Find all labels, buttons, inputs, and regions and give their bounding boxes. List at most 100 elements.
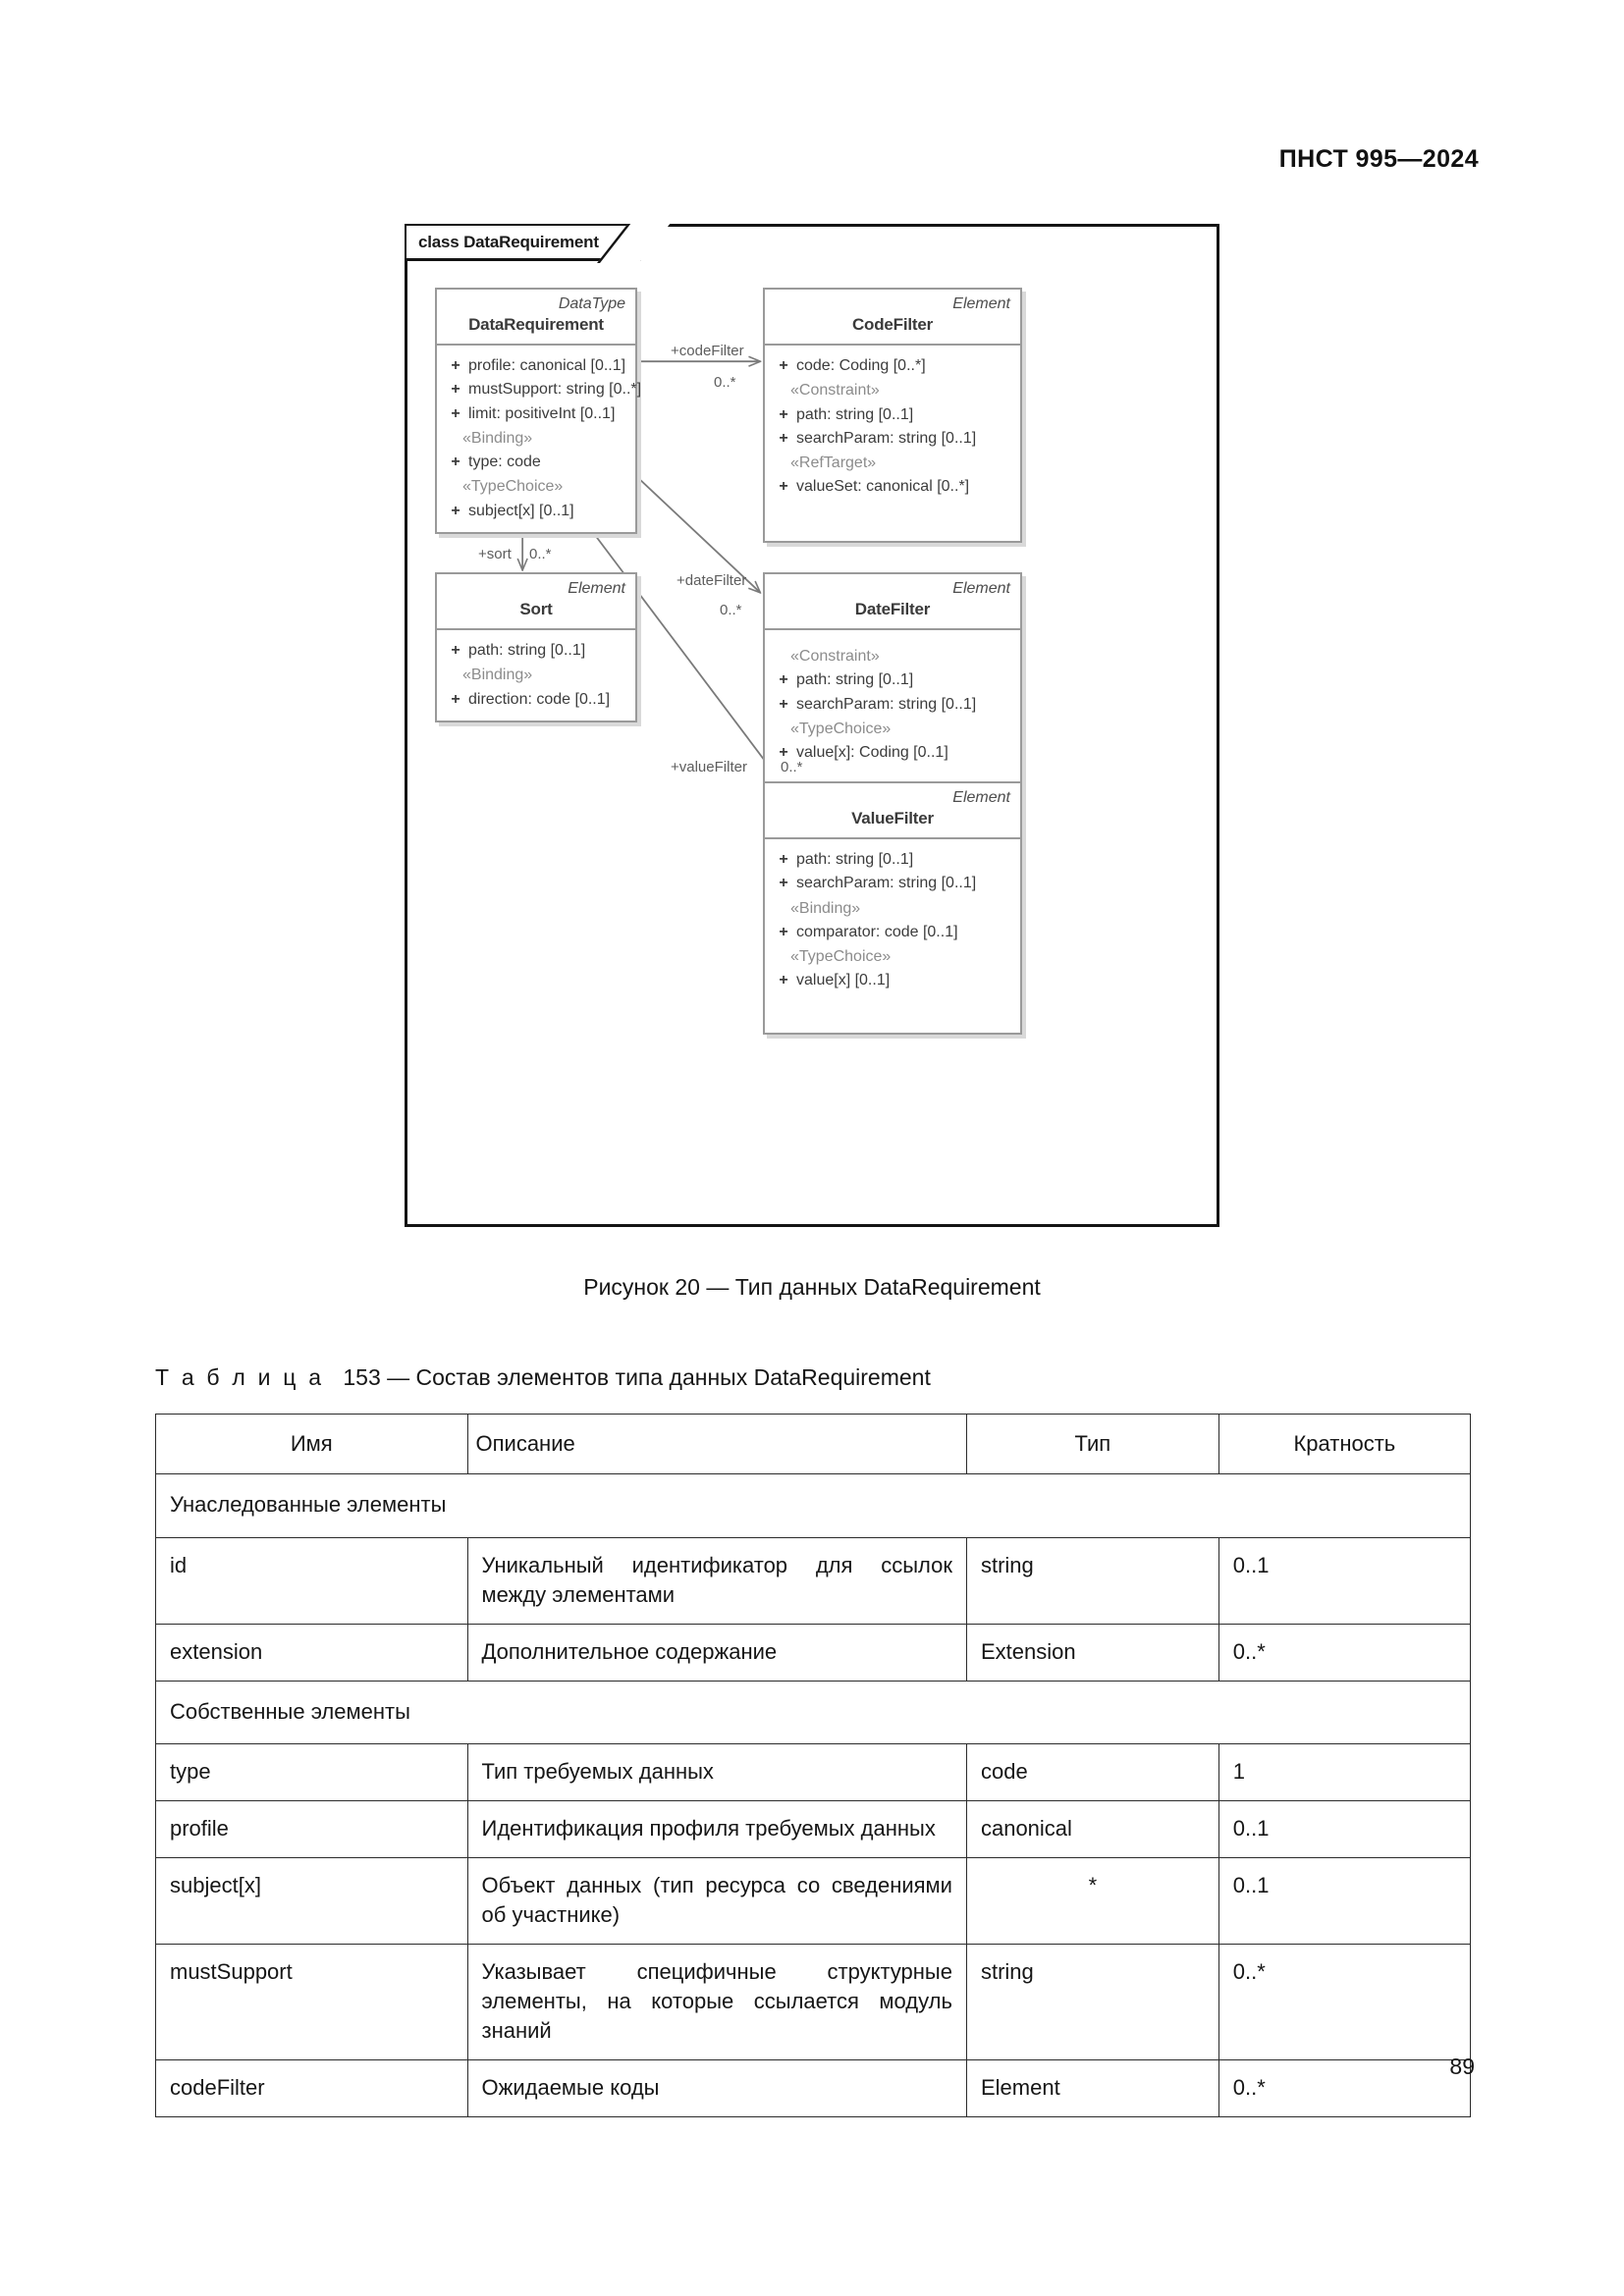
cell-description: Объект данных (тип ресурса со сведениями… <box>466 1857 967 1946</box>
cell-type: * <box>965 1857 1219 1946</box>
attribute-text: value[x] [0..1] <box>796 972 891 989</box>
assoc-multiplicity-datefilter: 0..* <box>720 602 742 618</box>
cell-type: Element <box>965 2058 1219 2117</box>
uml-class-members: + code: Coding [0..*] «Constraint» + pat… <box>765 346 1020 541</box>
table-row: subject[x] Объект данных (тип ресурса со… <box>155 1857 1472 1946</box>
uml-class-header: Element Sort <box>437 574 635 630</box>
visibility-marker: + <box>779 744 788 762</box>
cell-name: profile <box>155 1800 468 1859</box>
visibility-marker: + <box>779 972 788 989</box>
attribute-text: comparator: code [0..1] <box>796 923 958 940</box>
uml-attribute: + subject[x] [0..1] <box>443 500 629 523</box>
uml-class-name: DateFilter <box>854 600 931 618</box>
visibility-marker: + <box>451 641 460 659</box>
cell-type: code <box>965 1743 1219 1802</box>
uml-attribute: + path: string [0..1] <box>771 668 1014 692</box>
attribute-text: mustSupport: string [0..*] <box>468 381 642 399</box>
uml-attribute: + searchParam: string [0..1] <box>771 872 1014 895</box>
cell-name: codeFilter <box>155 2058 468 2117</box>
uml-class-name: Sort <box>519 600 553 618</box>
uml-attribute: + direction: code [0..1] <box>443 688 629 712</box>
uml-class-header: DataType DataRequirement <box>437 290 635 346</box>
cell-description: Ожидаемые коды <box>466 2058 967 2117</box>
cell-description: Уникальный идентификатор для ссылок межд… <box>466 1536 967 1625</box>
uml-class-header: Element CodeFilter <box>765 290 1020 346</box>
attribute-text: subject[x] [0..1] <box>468 502 574 519</box>
attribute-text: path: string [0..1] <box>796 850 914 868</box>
cell-cardinality: 0..1 <box>1218 1800 1472 1859</box>
uml-attribute: + value[x]: Coding [0..1] <box>771 741 1014 765</box>
visibility-marker: + <box>779 850 788 868</box>
cell-name: mustSupport <box>155 1944 468 2060</box>
uml-diagram-frame: class DataRequirement +codeF <box>405 224 1219 1227</box>
cell-description: Тип требуемых данных <box>466 1743 967 1802</box>
uml-attribute: + path: string [0..1] <box>443 639 629 663</box>
uml-class-members: + path: string [0..1] «Binding» + direct… <box>437 630 635 721</box>
page-header-standard-ref: ПНСТ 995—2024 <box>1278 145 1479 173</box>
uml-class-stereotype: Element <box>952 295 1010 312</box>
visibility-marker: + <box>779 671 788 689</box>
cell-type: string <box>965 1944 1219 2060</box>
uml-class-codefilter: Element CodeFilter + code: Coding [0..*]… <box>763 288 1022 543</box>
attribute-text: code: Coding [0..*] <box>796 356 926 374</box>
assoc-multiplicity-sort: 0..* <box>529 546 552 562</box>
table-caption-rest: 153 — Состав элементов типа данных DataR… <box>343 1364 931 1390</box>
table-header-row: Имя Описание Тип Кратность <box>155 1414 1472 1474</box>
visibility-marker: + <box>451 690 460 708</box>
attribute-text: path: string [0..1] <box>796 405 914 423</box>
cell-type: string <box>965 1536 1219 1625</box>
table-section-title: Унаследованные элементы <box>155 1472 1471 1538</box>
table-row: extension Дополнительное содержание Exte… <box>155 1623 1472 1682</box>
uml-class-stereotype: Element <box>952 789 1010 806</box>
column-header-name: Имя <box>155 1414 468 1474</box>
visibility-marker: + <box>779 875 788 892</box>
attribute-text: searchParam: string [0..1] <box>796 695 977 713</box>
cell-type: Extension <box>965 1623 1219 1682</box>
attribute-text: searchParam: string [0..1] <box>796 875 977 892</box>
visibility-marker: + <box>779 923 788 940</box>
uml-member-stereotype: «Constraint» <box>790 647 880 665</box>
cell-name: subject[x] <box>155 1857 468 1946</box>
cell-cardinality: 0..* <box>1218 1623 1472 1682</box>
uml-attribute: + path: string [0..1] <box>771 848 1014 872</box>
uml-member-stereotype: «Binding» <box>790 899 861 917</box>
elements-table: Имя Описание Тип Кратность Унаследованны… <box>155 1414 1472 2117</box>
assoc-role-sort: +sort <box>478 546 512 562</box>
attribute-text: path: string [0..1] <box>796 671 914 689</box>
uml-member-stereotype: «Binding» <box>462 667 533 684</box>
column-header-description: Описание <box>466 1414 967 1474</box>
visibility-marker: + <box>451 404 460 422</box>
uml-class-name: CodeFilter <box>851 315 934 334</box>
cell-cardinality: 0..* <box>1218 1944 1472 2060</box>
page-number: 89 <box>1449 2054 1475 2079</box>
table-row: type Тип требуемых данных code 1 <box>155 1743 1472 1802</box>
uml-class-members: «Constraint» + path: string [0..1] + sea… <box>765 630 1020 794</box>
uml-class-name: DataRequirement <box>468 315 604 334</box>
table-row: profile Идентификация профиля требуемых … <box>155 1800 1472 1859</box>
attribute-text: valueSet: canonical [0..*] <box>796 478 970 496</box>
visibility-marker: + <box>451 381 460 399</box>
uml-attribute: + limit: positiveInt [0..1] <box>443 402 629 426</box>
cell-cardinality: 0..1 <box>1218 1536 1472 1625</box>
assoc-role-datefilter: +dateFilter <box>677 572 747 589</box>
uml-class-stereotype: DataType <box>558 295 625 312</box>
table-section-row: Унаследованные элементы <box>155 1472 1471 1538</box>
uml-class-members: + path: string [0..1] + searchParam: str… <box>765 839 1020 1033</box>
uml-class-header: Element DateFilter <box>765 574 1020 630</box>
cell-description: Дополнительное содержание <box>466 1623 967 1682</box>
uml-class-members: + profile: canonical [0..1] + mustSuppor… <box>437 346 641 532</box>
assoc-role-codefilter: +codeFilter <box>671 343 744 359</box>
visibility-marker: + <box>779 429 788 447</box>
diagram-frame-tab: class DataRequirement <box>406 226 641 261</box>
uml-attribute: + searchParam: string [0..1] <box>771 427 1014 451</box>
assoc-multiplicity-codefilter: 0..* <box>714 374 736 391</box>
uml-member-stereotype: «Constraint» <box>790 382 880 400</box>
visibility-marker: + <box>451 502 460 519</box>
uml-attribute: + value[x] [0..1] <box>771 969 1014 992</box>
visibility-marker: + <box>451 356 460 374</box>
uml-member-stereotype: «TypeChoice» <box>462 478 564 496</box>
cell-name: extension <box>155 1623 468 1682</box>
uml-attribute: + profile: canonical [0..1] <box>443 354 629 378</box>
uml-class-datefilter: Element DateFilter «Constraint» + path: … <box>763 572 1022 797</box>
table-section-title: Собственные элементы <box>155 1680 1471 1745</box>
